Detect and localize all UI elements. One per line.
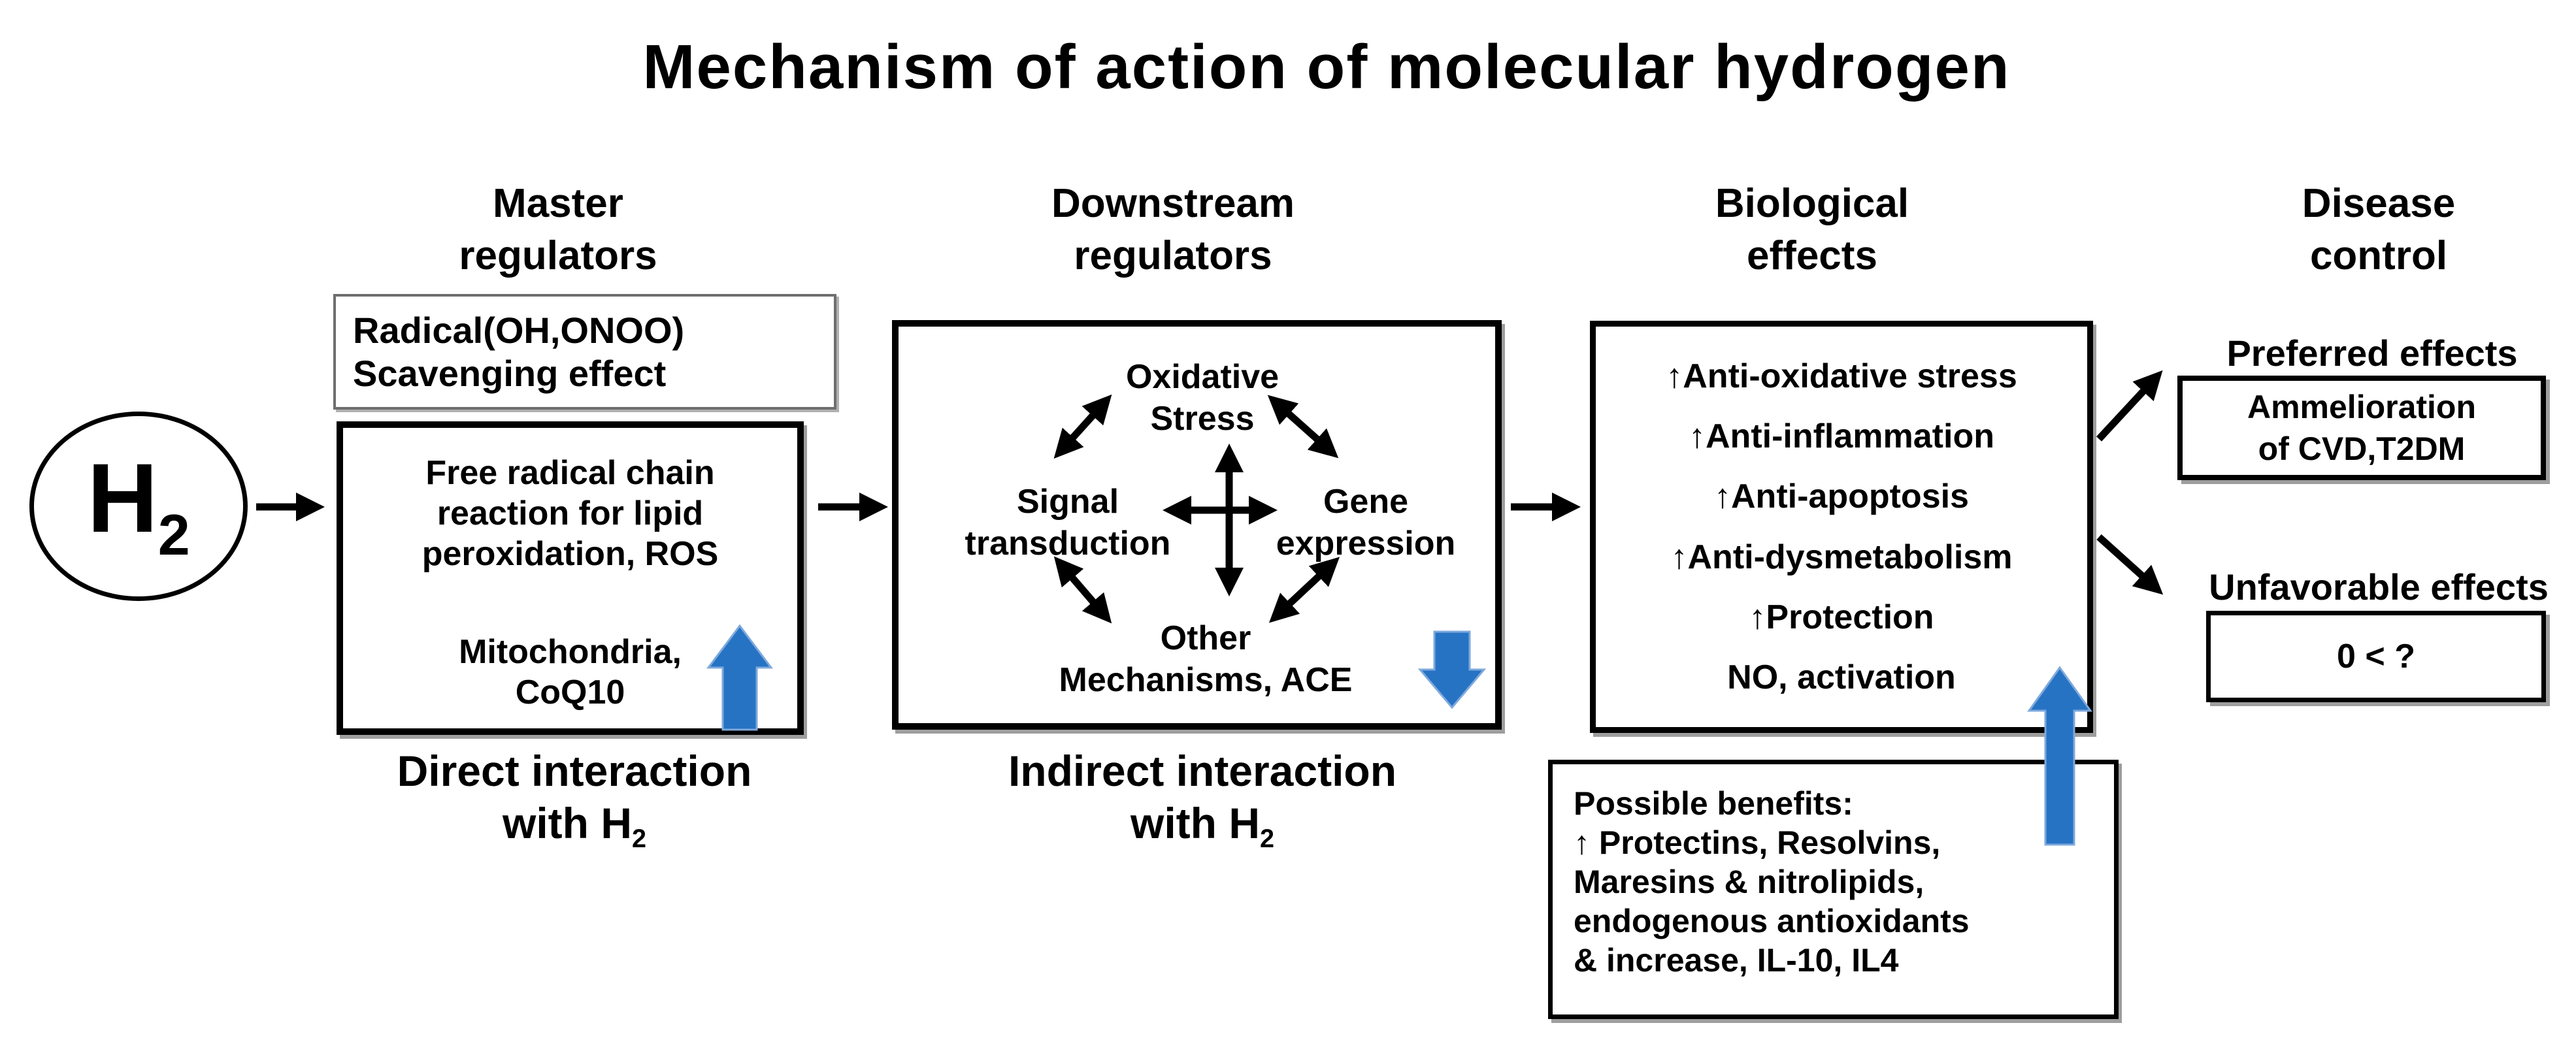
master-box-line: Mitochondria,: [459, 633, 682, 671]
biological-effects-box: ↑Anti-oxidative stress ↑Anti-inflammatio…: [1590, 321, 2093, 733]
node-line: Mechanisms, ACE: [1059, 661, 1353, 699]
caption-line: with H2: [1008, 797, 1396, 865]
bio-effect-item: ↑Anti-dysmetabolism: [1670, 538, 2013, 576]
amelioration-line: of CVD,T2DM: [2258, 430, 2466, 467]
bio-effect-item: ↑Anti-inflammation: [1689, 417, 1994, 456]
amelioration-box: Ammelioration of CVD,T2DM: [2177, 376, 2546, 480]
caption-subscript: 2: [1259, 824, 1274, 854]
unknown-effects-box: 0 < ?: [2206, 611, 2546, 702]
node-line: transduction: [965, 525, 1171, 562]
radical-scavenging-box: Radical(OH,ONOO) Scavenging effect: [333, 294, 836, 410]
node-line: Oxidative: [1125, 358, 1280, 396]
column-header-downstream-regulators: Downstream regulators: [1051, 178, 1295, 282]
master-box-line: peroxidation, ROS: [421, 535, 719, 573]
caption-indirect-interaction: Indirect interaction with H2: [1008, 745, 1396, 865]
h2-molecule-node: H2: [29, 412, 248, 601]
possible-benefits-box: Possible benefits: ↑ Protectins, Resolvi…: [1548, 760, 2119, 1019]
free-radical-block: Free radical chain reaction for lipid pe…: [343, 453, 797, 574]
arrow-biological-to-unfavorable: [2096, 534, 2164, 595]
bio-effect-item: ↑Anti-apoptosis: [1714, 478, 1969, 516]
page-title: Mechanism of action of molecular hydroge…: [642, 32, 2011, 102]
node-line: expression: [1276, 525, 1456, 562]
scavenging-line: Radical(OH,ONOO): [353, 309, 685, 351]
bio-effect-item: ↑Anti-oxidative stress: [1666, 357, 2017, 396]
preferred-effects-label: Preferred effects: [2226, 332, 2518, 374]
mitochondria-block: Mitochondria, CoQ10: [343, 632, 797, 713]
header-line: control: [2309, 233, 2448, 278]
benefit-line: endogenous antioxidants: [1574, 903, 1970, 939]
benefit-line: & increase, IL-10, IL4: [1574, 942, 1899, 979]
node-line: Stress: [1150, 400, 1255, 438]
column-header-disease-control: Disease control: [2302, 178, 2455, 282]
master-box-line: CoQ10: [515, 673, 625, 711]
h2-symbol: H: [87, 443, 158, 553]
header-line: regulators: [459, 233, 657, 278]
benefit-line: Possible benefits:: [1574, 785, 1853, 822]
h2-subscript: 2: [157, 502, 190, 567]
arrow-biological-to-preferred: [2096, 370, 2163, 442]
bio-effect-item: ↑Protection: [1749, 598, 1934, 636]
caption-subscript: 2: [631, 824, 646, 854]
header-line: regulators: [1074, 233, 1272, 278]
benefit-line: Maresins & nitrolipids,: [1574, 864, 1924, 900]
caption-text: with H: [1131, 799, 1260, 847]
amelioration-line: Ammelioration: [2247, 389, 2477, 425]
node-line: Signal: [1016, 483, 1119, 521]
unfavorable-effects-label: Unfavorable effects: [2209, 566, 2549, 608]
node-line: Gene: [1323, 483, 1409, 521]
node-oxidative-stress: Oxidative Stress: [1126, 356, 1279, 440]
master-regulators-box: Free radical chain reaction for lipid pe…: [337, 421, 804, 735]
downstream-regulators-box: [892, 320, 1502, 730]
caption-line: Indirect interaction: [1008, 747, 1397, 795]
h2-label: H2: [87, 449, 190, 564]
master-box-line: Free radical chain: [425, 454, 715, 492]
header-line: Disease: [2302, 181, 2456, 226]
benefit-line: ↑ Protectins, Resolvins,: [1574, 824, 1941, 861]
master-box-line: reaction for lipid: [437, 495, 704, 532]
node-line: Other: [1160, 619, 1251, 657]
header-line: Master: [493, 181, 623, 226]
header-line: effects: [1747, 233, 1877, 278]
unknown-effects-value: 0 < ?: [2337, 638, 2415, 675]
node-signal-transduction: Signal transduction: [965, 481, 1171, 564]
header-line: Biological: [1715, 181, 1909, 226]
node-other-mechanisms: Other Mechanisms, ACE: [1059, 617, 1353, 701]
column-header-master-regulators: Master regulators: [459, 178, 657, 282]
node-gene-expression: Gene expression: [1276, 481, 1456, 564]
scavenging-line: Scavenging effect: [353, 352, 667, 394]
column-header-biological-effects: Biological effects: [1715, 178, 1909, 282]
caption-text: with H: [503, 799, 632, 847]
caption-direct-interaction: Direct interaction with H2: [397, 745, 752, 865]
bio-effect-item: NO, activation: [1727, 658, 1956, 696]
header-line: Downstream: [1051, 181, 1295, 226]
caption-line: Direct interaction: [397, 747, 752, 795]
caption-line: with H2: [397, 797, 752, 865]
